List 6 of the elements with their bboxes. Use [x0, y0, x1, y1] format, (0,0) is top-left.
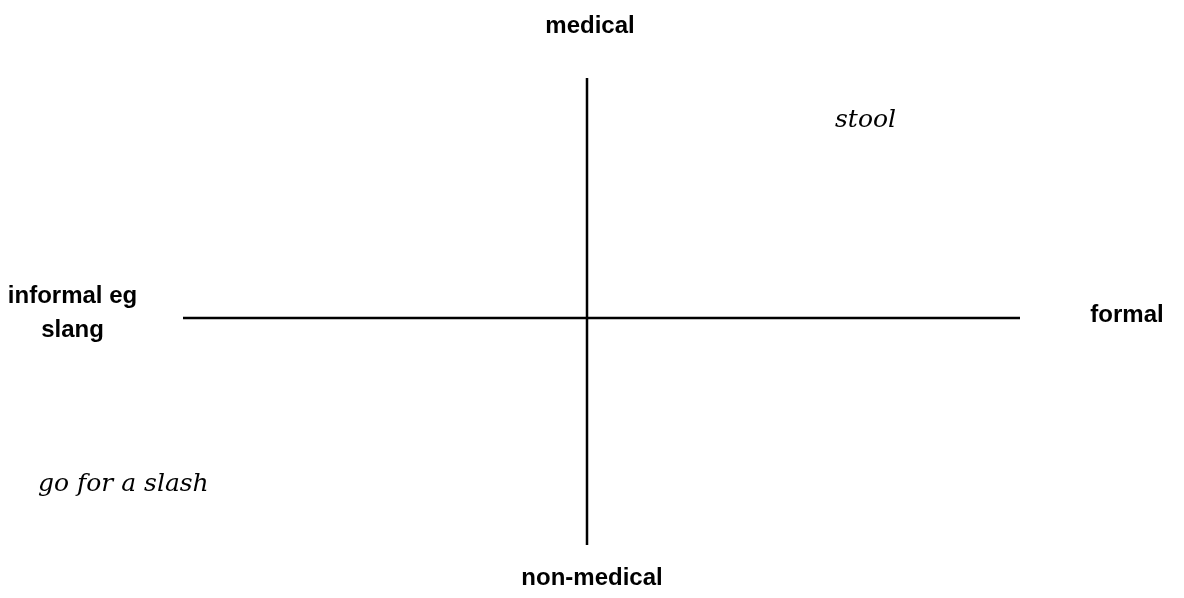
- axis-label: non-medical: [520, 562, 664, 592]
- axis-label: informal eg slang: [6, 280, 139, 344]
- axis-label: medical: [544, 10, 636, 40]
- example-word: go for a slash: [38, 468, 210, 497]
- axis-label: formal: [1089, 299, 1165, 329]
- example-word: stool: [835, 104, 897, 133]
